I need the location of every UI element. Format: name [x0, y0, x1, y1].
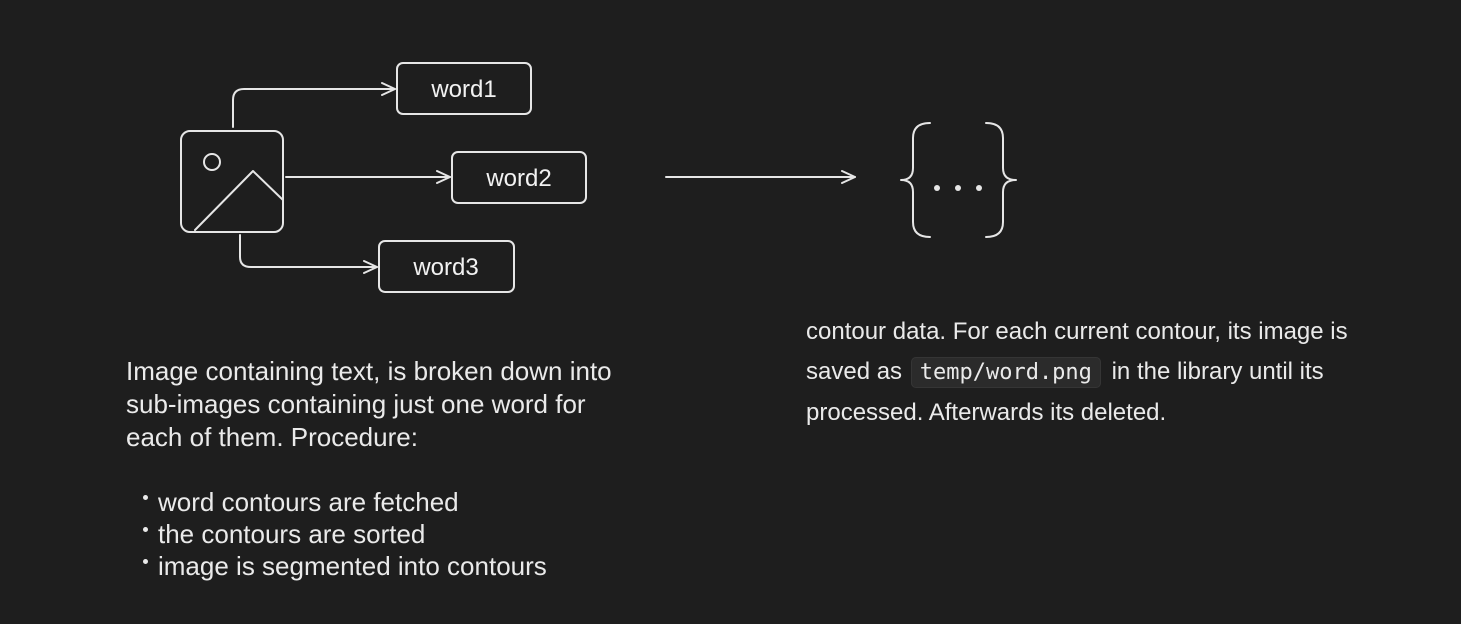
procedure-step: the contours are sorted [140, 518, 646, 550]
word-box-2: word2 [451, 151, 587, 204]
description-paragraph: Image containing text, is broken down in… [126, 356, 612, 452]
description-before-code: contour data. For each current contour, … [806, 318, 1348, 385]
file-path-code: temp/word.png [910, 357, 1101, 388]
contour-data-description: contour data. For each current contour, … [806, 312, 1366, 433]
word-label-3: word3 [412, 254, 478, 281]
curly-braces-icon [900, 122, 1017, 238]
word-label-2: word2 [485, 165, 551, 192]
word-label-1: word1 [430, 76, 496, 103]
procedure-step: word contours are fetched [140, 486, 646, 518]
procedure-steps-list: word contours are fetched the contours a… [126, 486, 646, 582]
description-after-code: in the library until its processed. Afte… [806, 358, 1324, 426]
procedure-step: image is segmented into contours [140, 550, 646, 582]
procedure-description: Image containing text, is broken down in… [126, 355, 646, 582]
arrow-to-word3 [239, 234, 378, 274]
arrow-to-word1 [232, 82, 396, 128]
word-box-3: word3 [378, 240, 515, 293]
image-icon [180, 130, 284, 233]
word-box-1: word1 [396, 62, 532, 115]
